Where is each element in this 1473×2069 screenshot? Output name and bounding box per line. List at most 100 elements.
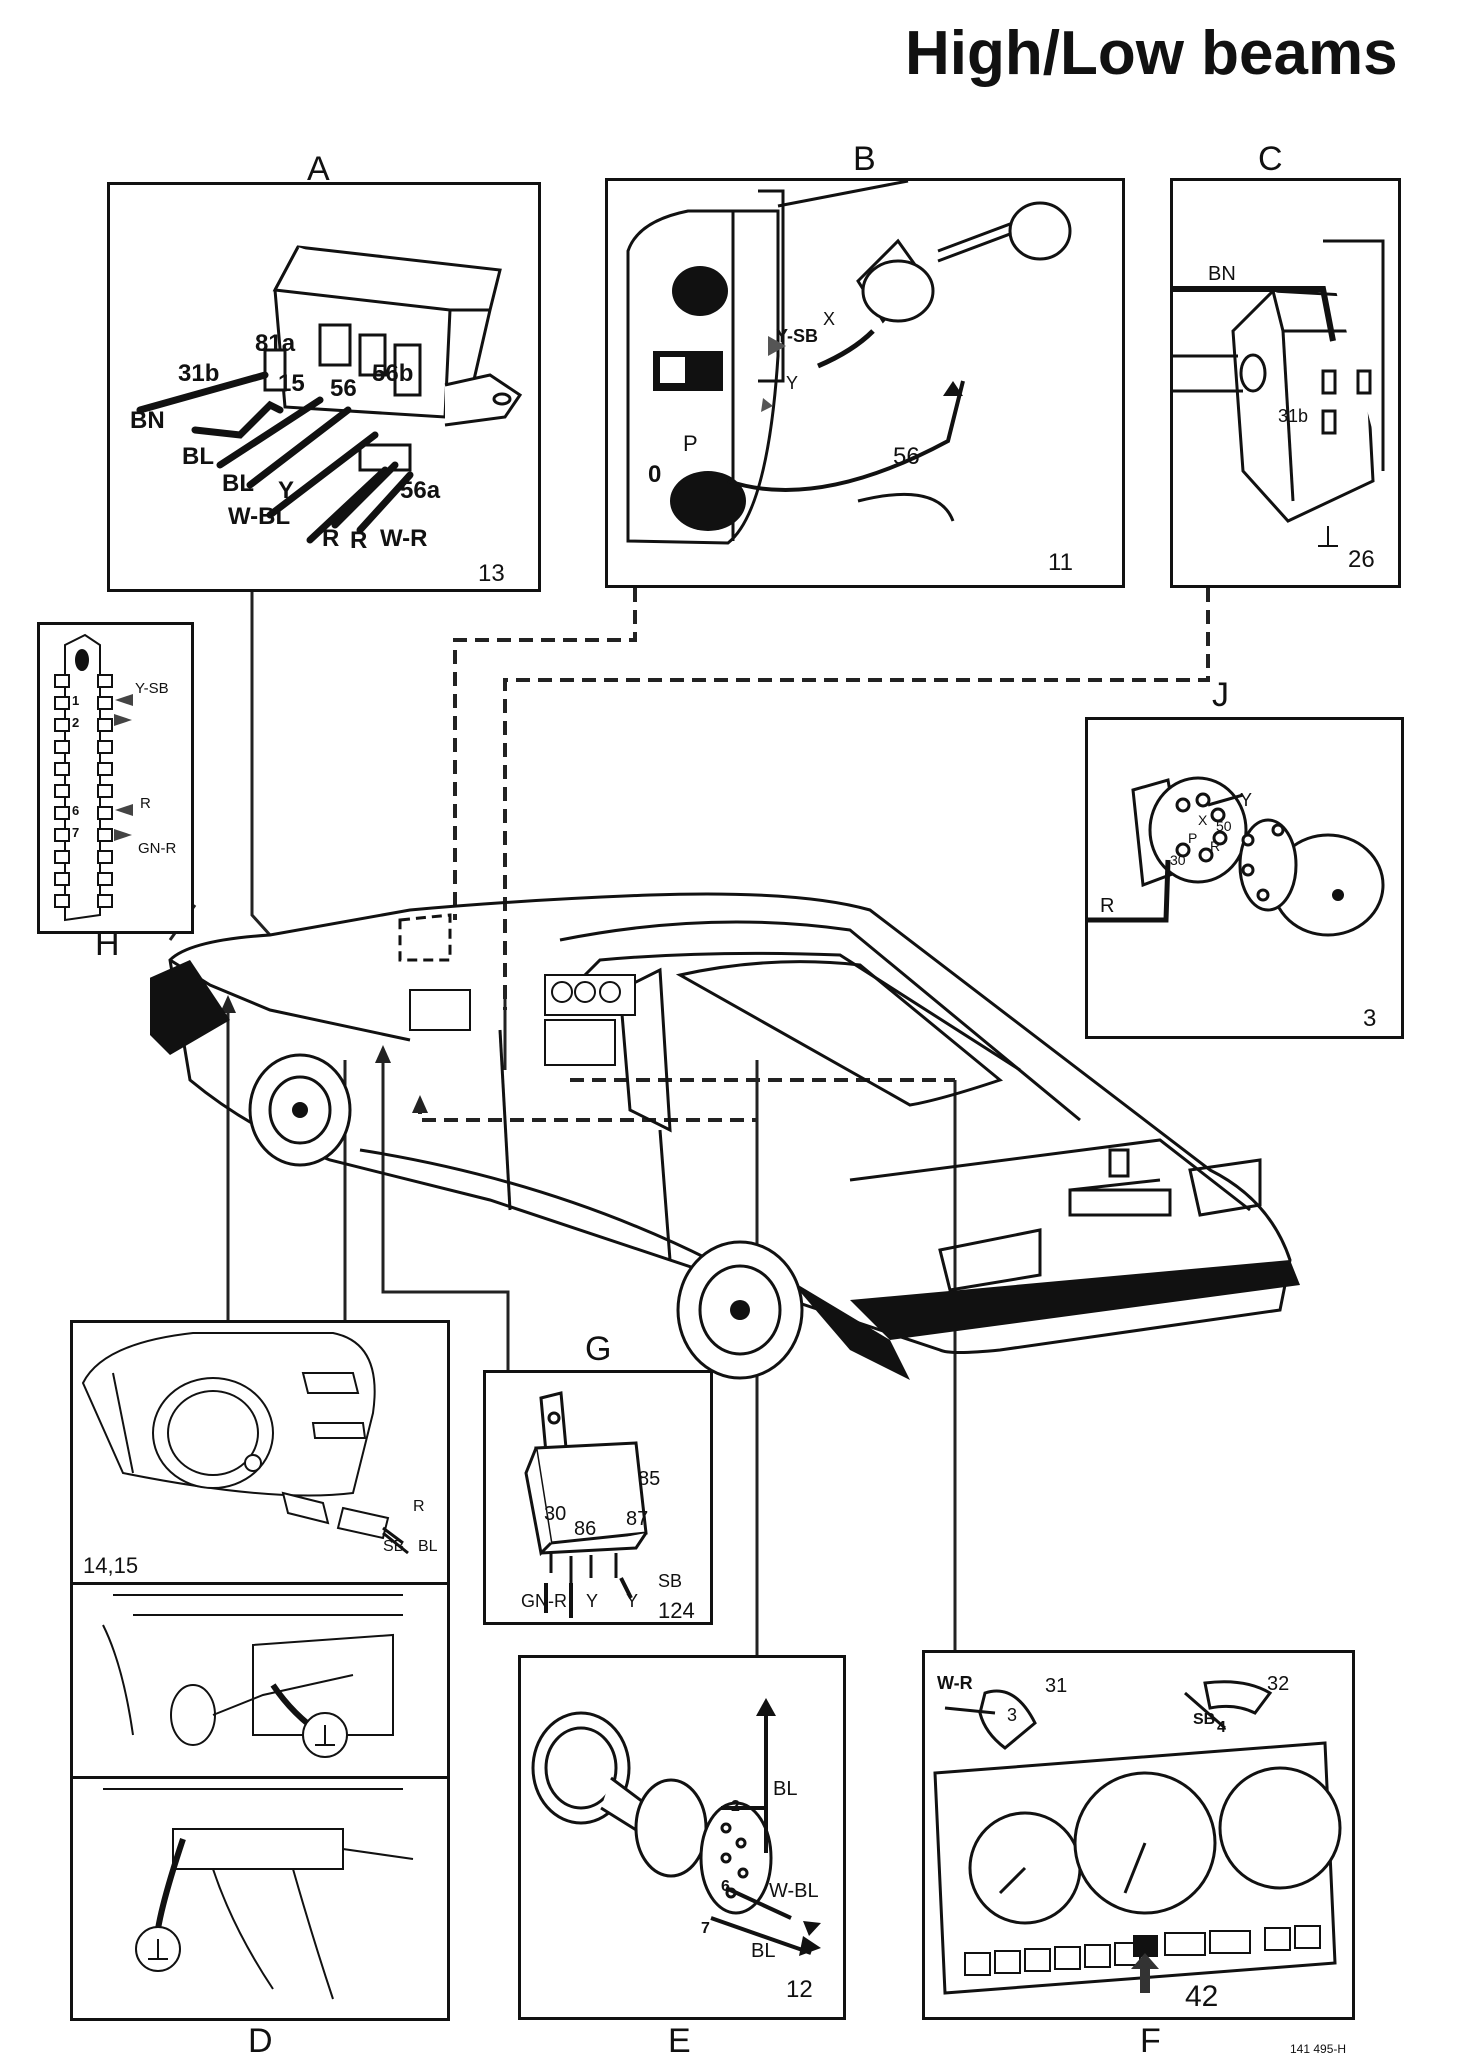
connector-e-label-w-bl: W-BL: [769, 1880, 819, 1902]
panel-j-letter: J: [1212, 676, 1229, 714]
panel-d-ground-view-2: [70, 1779, 450, 2021]
panel-c-number: 26: [1348, 546, 1375, 573]
cluster-label-3: 3: [1007, 1705, 1018, 1725]
connector-e-label-bl-bottom: BL: [751, 1940, 776, 1962]
relay-g-label-86: 86: [574, 1518, 597, 1540]
panel-b-number: 11: [1048, 549, 1073, 576]
fuse-label-1: 1: [72, 693, 80, 708]
cluster-label-sb: SB: [1193, 1711, 1216, 1728]
panel-j-number: 3: [1363, 1005, 1377, 1032]
relay-g-label-gn-r: GN-R: [521, 1591, 567, 1611]
switch-label-x: X: [823, 309, 836, 329]
panel-d-number: 14,15: [83, 1553, 139, 1578]
wire-y: Y: [278, 477, 295, 504]
switch-label-y-sb: Y-SB: [776, 326, 819, 346]
arrow-d: [375, 1045, 391, 1063]
cluster-label-32: 32: [1267, 1673, 1290, 1695]
cluster-label-4: 4: [1217, 1719, 1226, 1736]
ignition-label-50: 50: [1216, 818, 1232, 834]
connector-a: [250, 592, 272, 937]
ground-drawing-2: [103, 1788, 414, 2000]
panel-e-letter: E: [668, 2022, 691, 2060]
panel-f-instrument-cluster: W-R 3 31 32 SB 4 42: [922, 1650, 1355, 2020]
panel-f-letter: F: [1140, 2022, 1161, 2060]
arrow-f: [412, 1095, 428, 1113]
relay-drawing: [136, 245, 523, 544]
fuse-label-6: 6: [72, 803, 80, 818]
cluster-label-w-r: W-R: [937, 1673, 973, 1693]
panel-g-relay: 85 30 86 87 GN-R Y Y SB 124: [483, 1370, 713, 1625]
switch-label-0: 0: [648, 461, 662, 488]
document-number: 141 495-H: [1290, 2042, 1347, 2056]
instrument-cluster-drawing: [933, 1680, 1342, 1995]
panel-d-letter: D: [248, 2022, 273, 2060]
wire-bl-2: BL: [222, 470, 254, 497]
dimmer-drawing: [1173, 239, 1385, 547]
wire-w-bl: W-BL: [228, 503, 291, 530]
connector-e-label-6: 6: [721, 1878, 730, 1895]
panel-g-number: 124: [658, 1598, 695, 1623]
panel-a-relay: 81a 31b 15 56 56b 56a BN BL BL Y W-BL R …: [107, 182, 541, 592]
connector-e-label-7: 7: [701, 1920, 710, 1937]
relay-g-label-y1: Y: [586, 1591, 599, 1611]
fuse-label-gn-r: GN-R: [138, 840, 177, 857]
panel-f-number: 42: [1185, 1980, 1219, 2013]
wire-r-1: R: [322, 525, 340, 552]
fuse-label-y-sb: Y-SB: [135, 680, 169, 697]
wire-bl-1: BL: [182, 443, 214, 470]
panel-h-fusebox: Y-SB 1 2 R 6 7 GN-R: [37, 622, 194, 934]
panel-c-dimmer: BN 31b 26: [1170, 178, 1401, 588]
terminal-56b: 56b: [372, 360, 414, 387]
relay-g-label-y2: Y: [626, 1591, 639, 1611]
dashed-b: [453, 588, 637, 920]
panel-e-number: 12: [786, 1976, 813, 2003]
panel-d-headlight: R SB BL 14,15: [70, 1320, 450, 1585]
panel-j-ignition: Y X 50 P R 30 R 3: [1085, 717, 1404, 1039]
wire-w-r: W-R: [380, 525, 428, 552]
relay-g-label-sb: SB: [658, 1571, 683, 1591]
headlight-label-r: R: [413, 1498, 425, 1515]
panel-d-ground-view: [70, 1585, 450, 1779]
dashed-c: [503, 588, 1210, 1010]
ignition-drawing: [1088, 776, 1385, 937]
connector-e-label-bl-top: BL: [773, 1778, 798, 1800]
terminal-31b: 31b: [178, 360, 220, 387]
panel-b-switch: Y-SB X Y 56 P 0 11: [605, 178, 1125, 588]
switch-label-y: Y: [786, 373, 799, 393]
panel-e-connector: BL 2 6 W-BL 7 BL 12: [518, 1655, 846, 2020]
connector-g: [381, 1060, 510, 1378]
connector-e-drawing: [531, 1698, 821, 1956]
panel-a-letter: A: [307, 150, 330, 188]
ignition-label-y: Y: [1240, 790, 1253, 810]
terminal-15: 15: [278, 370, 305, 397]
light-switch-drawing: [626, 179, 1072, 545]
fusebox-drawing: [54, 633, 133, 922]
panel-b-letter: B: [853, 140, 876, 178]
wire-r-2: R: [350, 527, 368, 554]
panel-c-letter: C: [1258, 140, 1283, 178]
fuse-label-r: R: [140, 795, 151, 812]
relay-g-label-30: 30: [544, 1503, 567, 1525]
panel-a-number: 13: [478, 560, 505, 587]
switch-label-56: 56: [893, 443, 920, 470]
headlight-drawing: [81, 1332, 409, 1555]
relay-g-label-85: 85: [638, 1468, 661, 1490]
headlight-label-bl: BL: [418, 1538, 438, 1555]
connector-e-label-2: 2: [731, 1798, 740, 1815]
terminal-56: 56: [330, 375, 357, 402]
ignition-label-r-inner: R: [1210, 838, 1221, 854]
terminal-81a: 81a: [255, 330, 296, 357]
fuse-label-7: 7: [72, 825, 80, 840]
dimmer-label-31b: 31b: [1278, 406, 1309, 426]
terminal-56a: 56a: [400, 477, 441, 504]
car-illustration: [150, 892, 1300, 1380]
relay-g-drawing: [524, 1391, 648, 1618]
page-title: High/Low beams: [905, 19, 1398, 88]
fuse-label-2: 2: [72, 715, 80, 730]
ignition-label-r: R: [1100, 895, 1115, 917]
ignition-label-x: X: [1198, 812, 1208, 828]
arrow-a: [220, 995, 236, 1013]
ground-drawing-1: [102, 1594, 403, 1758]
